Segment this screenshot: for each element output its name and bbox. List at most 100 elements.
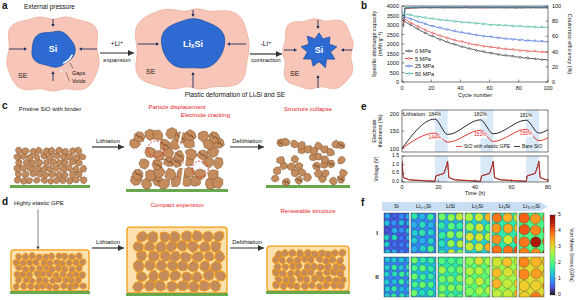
- annotation: Voids: [72, 78, 85, 84]
- simulated-particle: [411, 265, 418, 272]
- annotation: Lithiation: [403, 111, 425, 117]
- simulated-particle: [419, 281, 426, 288]
- legend-marker: [408, 57, 410, 59]
- siox-particle: [23, 171, 30, 178]
- particle-label: LiₓSi: [183, 39, 203, 49]
- simulated-particle: [398, 227, 404, 233]
- simulated-particle: [427, 229, 434, 236]
- siox-particle: [79, 283, 86, 289]
- siox-particle: [209, 281, 221, 292]
- tick-label: 20: [552, 64, 558, 70]
- silicon-shape: [301, 33, 337, 68]
- colorbar-title: Von Mises Stress (GPa): [568, 215, 574, 295]
- siox-particle: [42, 172, 49, 178]
- tick-mark: [402, 82, 405, 83]
- simulated-particle: [438, 284, 446, 292]
- electrode-sketch: Pristine SiO with binder: [8, 104, 92, 190]
- simulated-particle: [406, 286, 409, 292]
- data-marker: [497, 37, 499, 39]
- simulated-particle: [391, 234, 397, 240]
- tick-label: 100: [390, 145, 399, 151]
- row-label: II: [375, 274, 378, 281]
- simulated-particle: [392, 271, 398, 277]
- data-marker: [446, 19, 448, 21]
- simulated-particle: [492, 268, 502, 278]
- data-annotation: 144%: [428, 135, 442, 141]
- simulated-particle: [384, 227, 390, 233]
- siox-particle: [325, 276, 332, 283]
- simulated-particle: [384, 279, 390, 285]
- particle-label: SE: [18, 72, 27, 80]
- tick-label: 5: [558, 212, 561, 218]
- data-marker: [468, 48, 470, 50]
- stress-map: [411, 257, 436, 297]
- data-marker: [410, 14, 412, 16]
- simulated-particle: [438, 275, 446, 283]
- row-label: I: [376, 230, 378, 237]
- siox-particle: [152, 159, 162, 169]
- tick-mark: [460, 80, 461, 83]
- data-marker: [461, 32, 463, 34]
- tick-mark: [402, 25, 405, 26]
- stress-map: [384, 257, 409, 297]
- siox-particle: [73, 259, 79, 265]
- data-marker: [432, 18, 434, 20]
- efficiency-curve: [403, 7, 548, 18]
- siox-particle: [322, 156, 329, 163]
- siox-particle: [213, 231, 224, 242]
- particle-crack: [199, 152, 206, 158]
- simulated-particle: [456, 240, 463, 248]
- simulated-particle: [411, 273, 418, 280]
- siox-particle: [46, 260, 53, 266]
- simulated-particle: [398, 235, 404, 241]
- tick-label: 20: [428, 85, 434, 91]
- simulated-particle: [447, 249, 455, 253]
- current-collector: [126, 293, 228, 296]
- tick-label: 4000: [387, 3, 399, 9]
- simulated-particle: [530, 213, 541, 224]
- tick-mark: [431, 80, 432, 83]
- electrode-sketch: Renewable structure: [264, 200, 352, 296]
- siox-particle: [316, 283, 323, 290]
- simulated-particle: [447, 284, 455, 292]
- data-marker: [461, 41, 463, 43]
- legend-line: [405, 51, 413, 52]
- process-arrow: [92, 247, 124, 248]
- simulated-particle: [465, 242, 474, 251]
- tick-label: 1500: [387, 50, 399, 56]
- stage-label: LiSi: [446, 203, 455, 209]
- siox-particle: [29, 160, 35, 166]
- data-marker: [424, 17, 426, 19]
- simulated-particle: [485, 266, 490, 275]
- siox-particle: [309, 281, 316, 288]
- data-marker: [476, 44, 478, 46]
- siox-particle: [56, 147, 63, 153]
- tick-mark: [546, 21, 549, 22]
- siox-particle: [312, 162, 320, 170]
- siox-particle: [48, 266, 55, 273]
- data-marker: [512, 25, 514, 27]
- siox-particle: [211, 241, 221, 253]
- node-shape: [8, 200, 92, 296]
- pointer-arrow-head: [36, 246, 39, 249]
- simulated-particle: [531, 257, 542, 267]
- simulated-particle: [465, 267, 474, 276]
- simulated-particle: [514, 279, 517, 289]
- siox-particle: [79, 154, 86, 160]
- simulated-particle: [447, 275, 455, 283]
- data-marker: [454, 44, 456, 46]
- tick-mark: [555, 247, 557, 248]
- siox-particle: [69, 266, 76, 273]
- siox-particle: [301, 282, 309, 290]
- siox-particle: [327, 149, 335, 156]
- electrode-sketch: Particle displacementElectrode cracking: [124, 104, 230, 194]
- simulated-particle: [503, 279, 513, 289]
- process-label: -Li⁺: [261, 40, 272, 47]
- simulated-particle: [484, 243, 490, 252]
- pressure-arrow-head: [316, 75, 319, 78]
- silicon-particle: Si: [298, 30, 340, 70]
- tick-mark: [546, 82, 549, 83]
- simulated-particle: [485, 223, 490, 232]
- map-frame: [438, 213, 463, 253]
- particle-crack: [211, 134, 218, 140]
